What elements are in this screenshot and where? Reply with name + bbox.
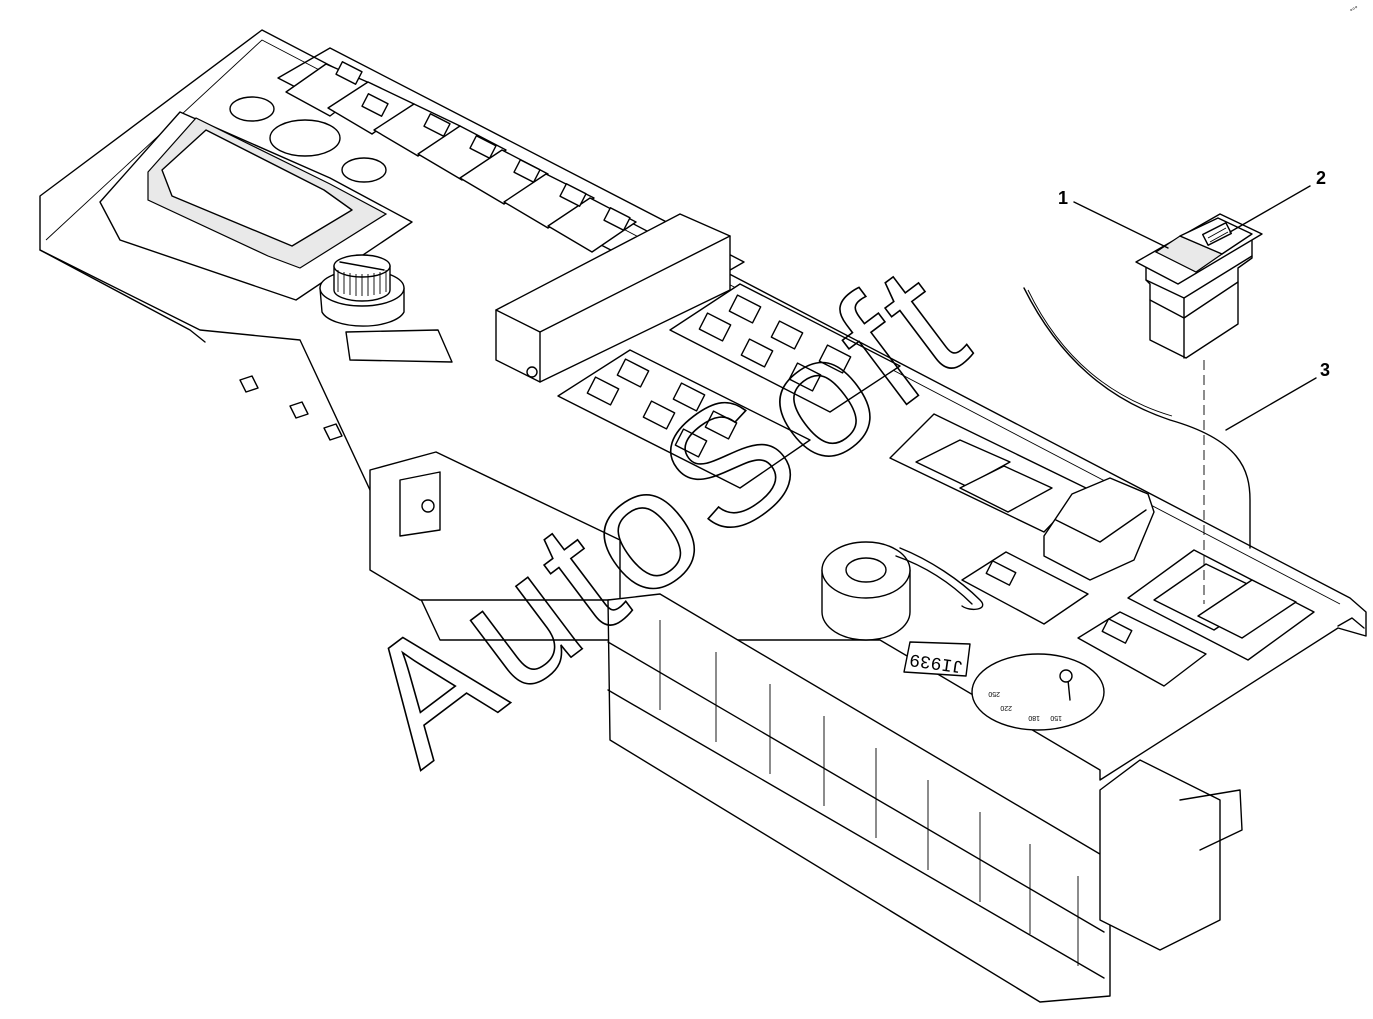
- gauge-left: [229, 96, 275, 122]
- leader-line-2: [1229, 185, 1311, 233]
- callouts: 1 2 3: [1058, 168, 1330, 431]
- target-switch-position: [1127, 549, 1315, 661]
- corner-mark: °°°: [1349, 5, 1360, 16]
- callout-3: 3: [1320, 360, 1330, 380]
- temperature-dial: 250 220 180 150: [971, 653, 1105, 731]
- instrument-display: [99, 96, 413, 301]
- svg-text:250: 250: [988, 690, 1000, 697]
- callout-1: 1: [1058, 188, 1068, 208]
- leader-line-3: [1225, 377, 1317, 431]
- relay-block: [607, 593, 1243, 1003]
- leader-line-1: [1073, 201, 1169, 249]
- svg-text:150: 150: [1050, 714, 1062, 721]
- upper-switch-column: [277, 47, 745, 293]
- rotary-knob: [319, 254, 453, 363]
- center-switch-group: [557, 283, 901, 489]
- cigar-lighter: [1043, 477, 1155, 581]
- connector-housing: [1099, 759, 1221, 951]
- svg-text:220: 220: [1000, 704, 1012, 711]
- rocker-switch-part: [1135, 213, 1263, 359]
- wire: [1023, 287, 1251, 549]
- lower-switches: [961, 551, 1207, 687]
- knob-label-plate: [345, 329, 453, 363]
- svg-text:180: 180: [1028, 714, 1040, 721]
- socket: [821, 541, 984, 641]
- gauge-right: [341, 157, 387, 183]
- panel-label-plate: JI939: [903, 641, 971, 677]
- callout-2: 2: [1316, 168, 1326, 188]
- gauge-center: [269, 119, 341, 157]
